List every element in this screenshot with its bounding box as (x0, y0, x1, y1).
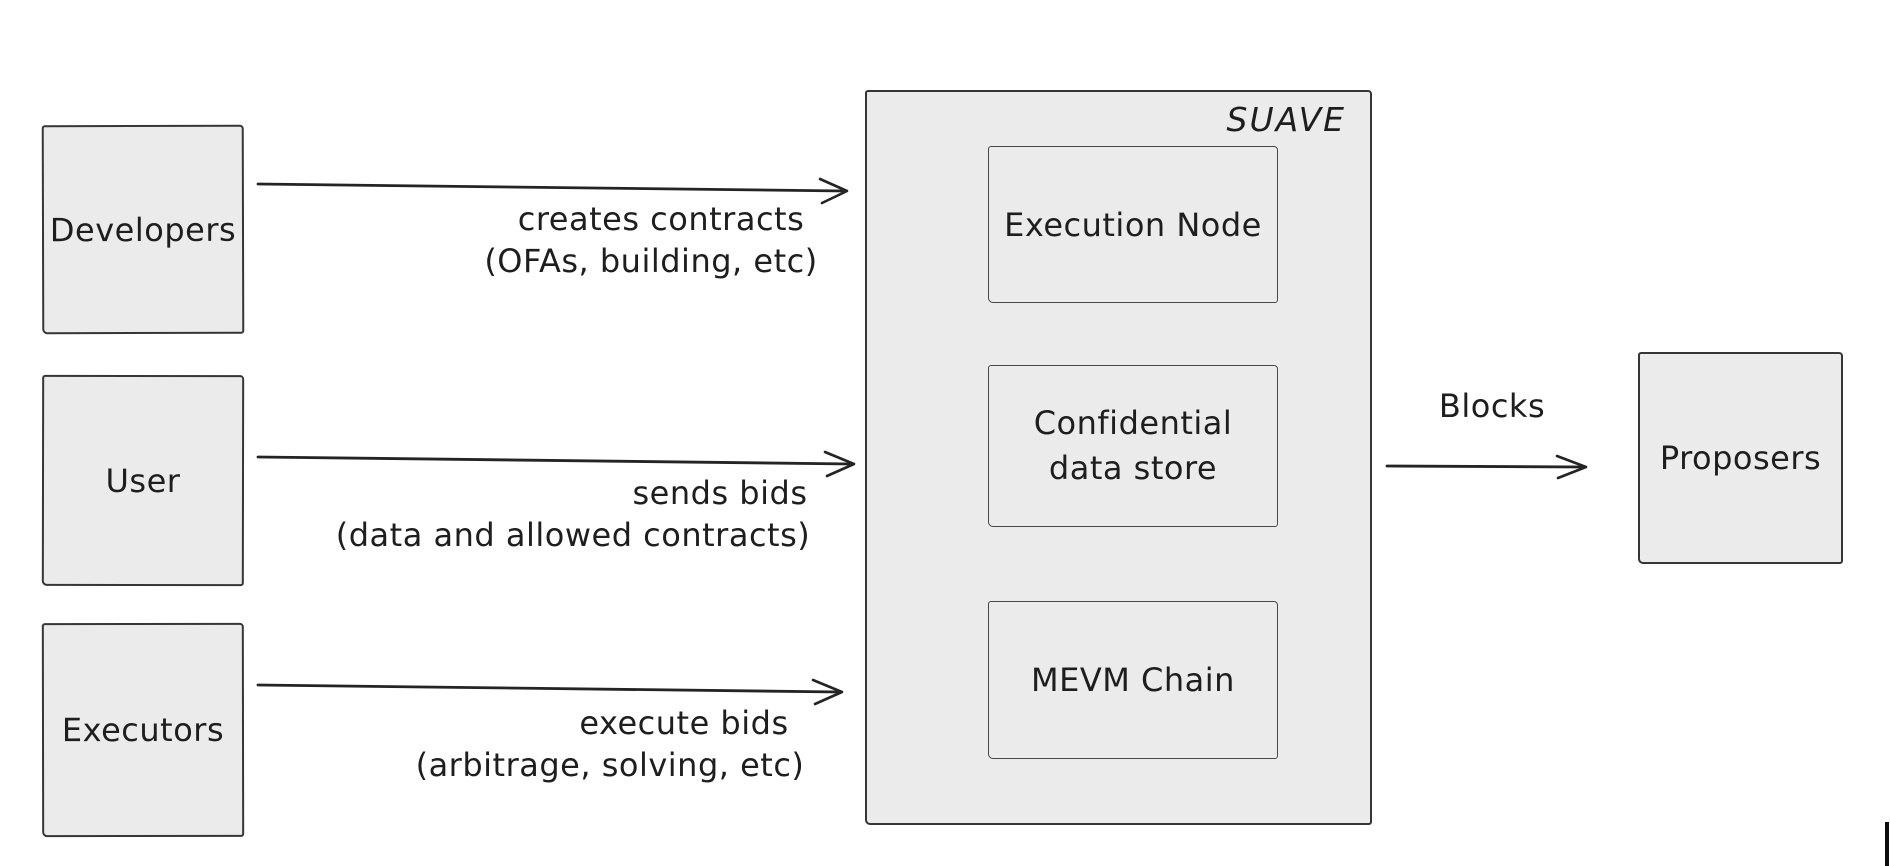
developers-label: Developers (49, 210, 237, 249)
creates-contracts-arrow (256, 177, 849, 205)
confidential-data-store-box: Confidential data store (988, 365, 1278, 527)
right-edge-cursor-mark (1885, 822, 1889, 866)
actor-box-executors: Executors (41, 622, 245, 838)
creates-contracts-label-line1: creates contracts (517, 200, 805, 238)
sends-bids-label-line1: sends bids (632, 474, 808, 512)
execute-bids-label-line1: execute bids (579, 704, 789, 742)
proposers-label: Proposers (1659, 439, 1822, 477)
confidential-data-store-label: Confidential data store (1033, 404, 1233, 487)
user-label: User (105, 461, 181, 500)
executors-label: Executors (61, 710, 225, 750)
actor-box-developers: Developers (41, 124, 245, 335)
blocks-label: Blocks (1438, 387, 1546, 425)
suave-container-box: SUAVE Execution Node Confidential data s… (865, 90, 1372, 825)
sends-bids-arrow (256, 450, 856, 478)
proposers-box: Proposers (1638, 352, 1843, 564)
execution-node-label: Execution Node (1004, 205, 1262, 244)
execution-node-box: Execution Node (988, 146, 1278, 303)
execute-bids-arrow (256, 678, 844, 706)
sends-bids-label-line2: (data and allowed contracts) (335, 516, 811, 554)
creates-contracts-label-line2: (OFAs, building, etc) (484, 242, 818, 280)
mevm-chain-box: MEVM Chain (988, 601, 1278, 759)
blocks-arrow (1385, 454, 1588, 480)
mevm-chain-label: MEVM Chain (1031, 661, 1235, 699)
suave-title: SUAVE (1226, 100, 1346, 139)
execute-bids-label-line2: (arbitrage, solving, etc) (415, 746, 805, 784)
actor-box-user: User (41, 374, 245, 587)
